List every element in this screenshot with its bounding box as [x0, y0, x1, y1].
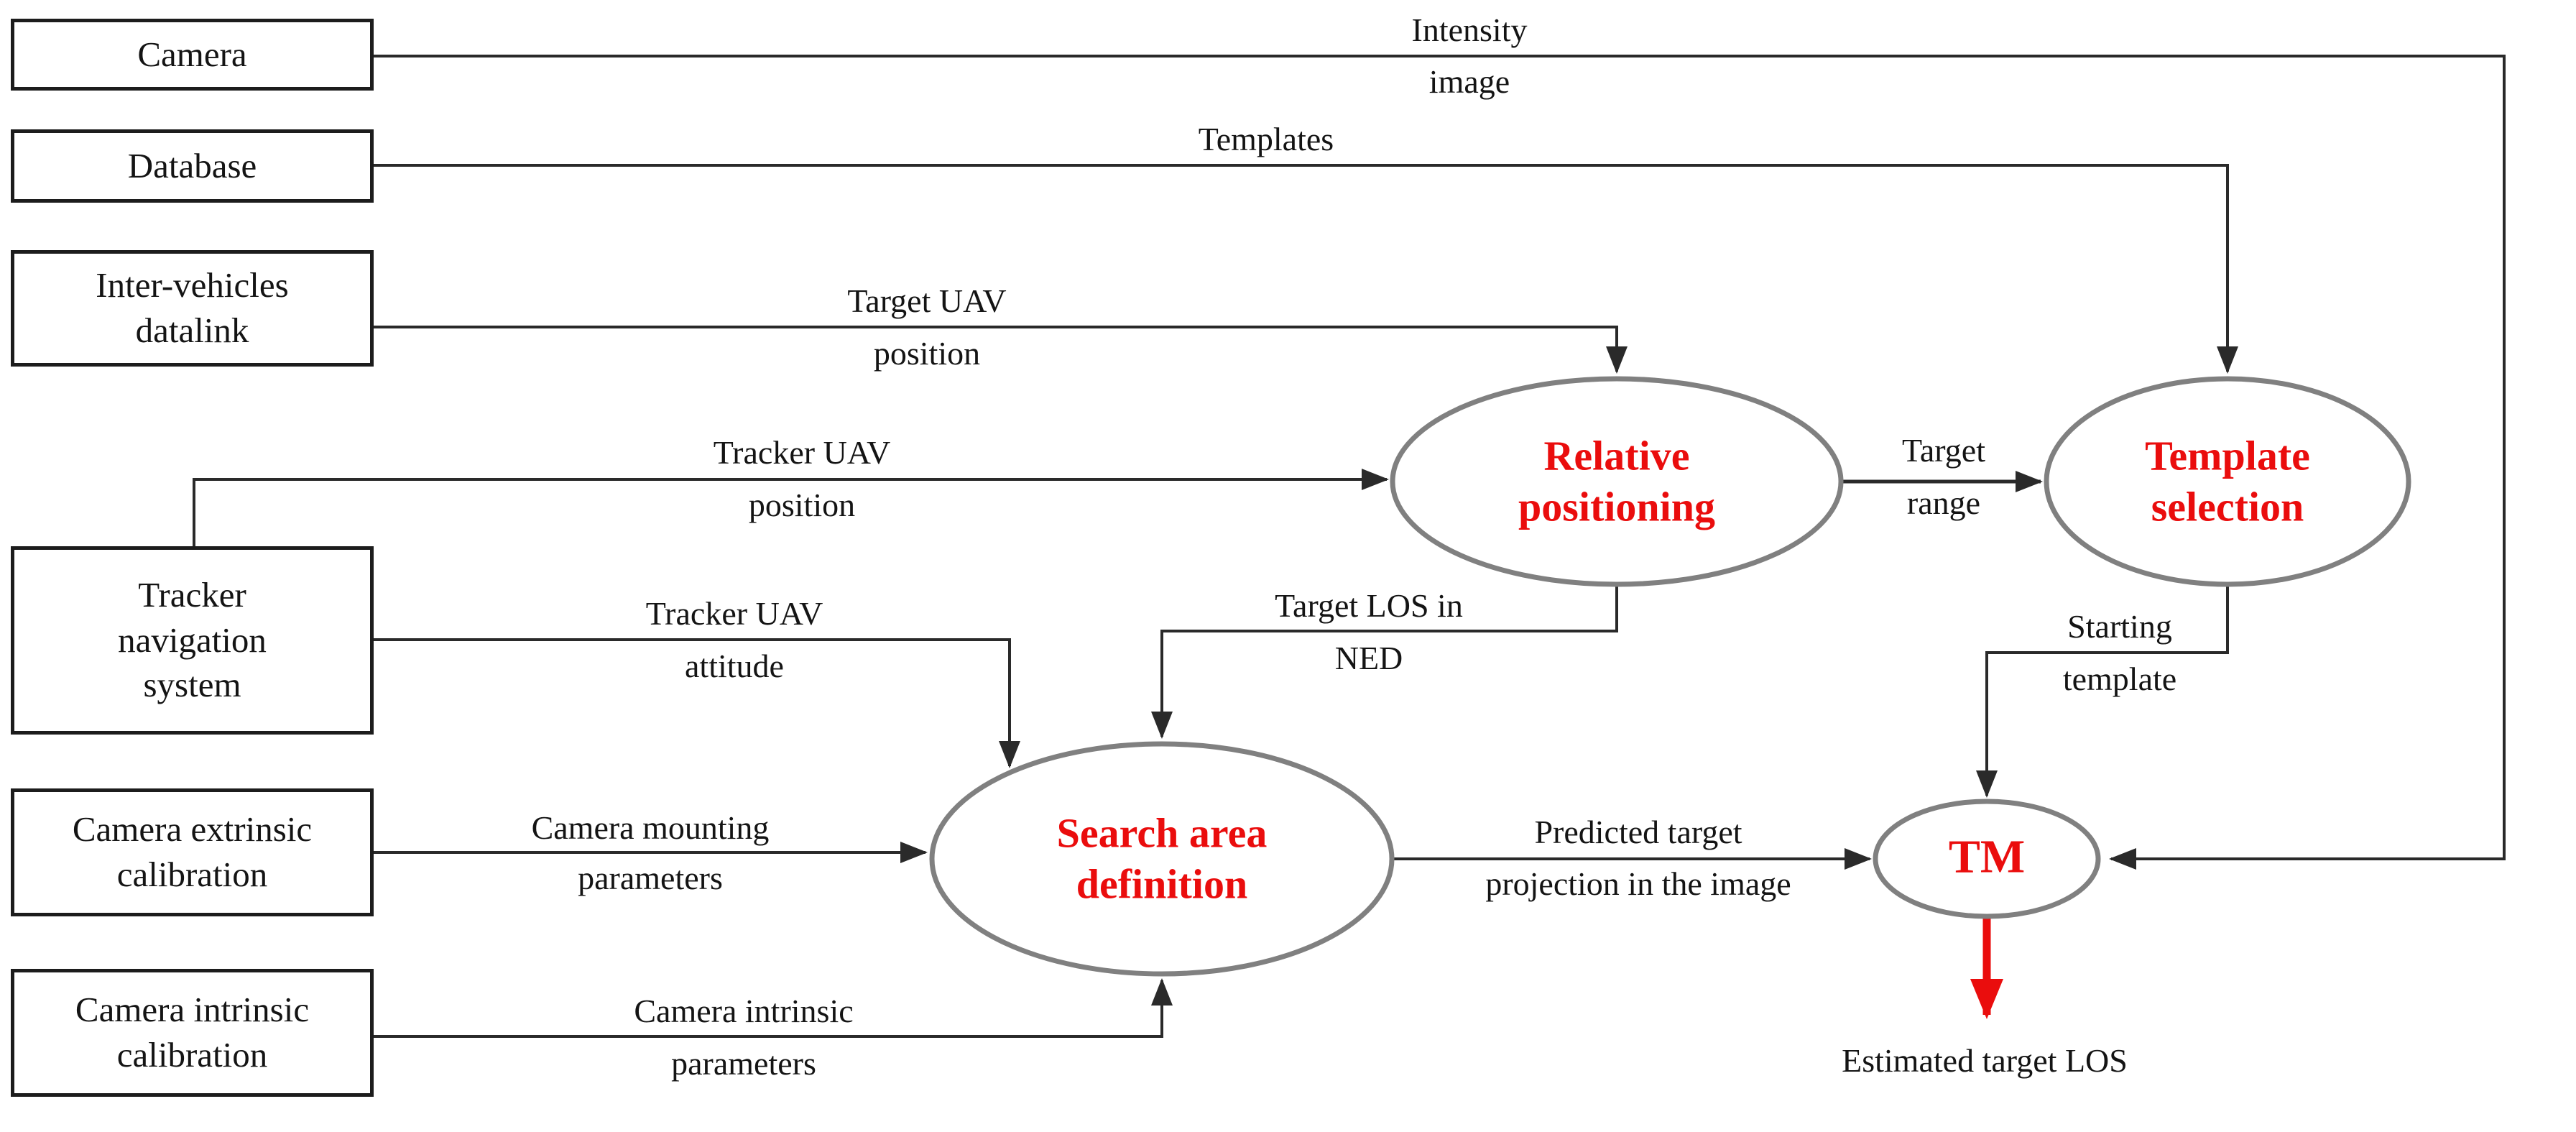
label-predicted-projection-line1: Predicted target — [1534, 814, 1742, 850]
node-camera-intrinsic: Camera intrinsic calibration — [11, 969, 374, 1097]
node-camera-label: Camera — [137, 34, 247, 74]
process-tm: TM — [1949, 829, 2025, 887]
label-target-uav-position-line2: position — [873, 335, 981, 372]
label-target-los-ned-line2: NED — [1334, 640, 1403, 676]
edge-target-uav-position — [374, 326, 1628, 374]
label-starting-template-line1: Starting — [2067, 608, 2172, 645]
label-starting-template-line2: template — [2062, 661, 2177, 697]
label-estimated-target-los: Estimated target LOS — [1842, 1042, 2128, 1079]
label-tracker-uav-attitude-line1: Tracker UAV — [645, 595, 823, 632]
label-intensity-line1: Intensity — [1411, 11, 1528, 48]
label-templates: Templates — [1198, 121, 1334, 157]
node-intervehicles-line1: Inter-vehicles — [96, 265, 289, 305]
node-tracker-nav-line3: system — [143, 665, 241, 705]
label-camera-intrinsic-line2: parameters — [671, 1045, 816, 1082]
node-cam-extrinsic-line1: Camera extrinsic — [72, 809, 313, 850]
label-target-uav-position-line1: Target UAV — [847, 282, 1007, 319]
node-tracker-navigation: Tracker navigation system — [11, 546, 374, 735]
process-search-line2: definition — [1076, 860, 1248, 907]
process-relative-line1: Relative — [1543, 432, 1690, 479]
edge-tracker-uav-attitude — [374, 638, 1020, 768]
node-tracker-nav-line2: navigation — [118, 620, 267, 660]
ellipse-search-area — [929, 741, 1395, 977]
label-target-los-ned-line1: Target LOS in — [1275, 587, 1463, 624]
ellipse-relative-positioning — [1390, 376, 1844, 587]
process-search-area: Search area definition — [1057, 808, 1268, 910]
label-camera-mounting-line1: Camera mounting — [531, 809, 770, 846]
process-template-line2: selection — [2151, 483, 2304, 530]
process-relative-line2: positioning — [1518, 483, 1715, 530]
label-tracker-uav-attitude-line2: attitude — [685, 648, 784, 684]
label-tracker-uav-position-line1: Tracker UAV — [713, 434, 891, 471]
node-cam-intrinsic-line1: Camera intrinsic — [75, 990, 310, 1030]
edge-templates — [374, 164, 2238, 374]
edge-target-los-ned — [1151, 584, 1618, 739]
edge-camera-intrinsic — [374, 978, 1173, 1038]
label-intensity-line2: image — [1428, 63, 1510, 100]
edge-starting-template — [1976, 584, 2229, 798]
node-cam-extrinsic-line2: calibration — [116, 855, 268, 894]
node-intervehicles-line2: datalink — [135, 310, 249, 350]
node-intervehicles-datalink: Inter-vehicles datalink — [11, 250, 374, 367]
label-target-range-line2: range — [1906, 484, 1981, 521]
node-tracker-nav-line1: Tracker — [138, 574, 246, 615]
label-camera-mounting-line2: parameters — [578, 860, 723, 896]
label-tracker-uav-position-line2: position — [748, 487, 856, 523]
node-cam-intrinsic-line2: calibration — [116, 1035, 268, 1075]
process-template-line1: Template — [2145, 432, 2310, 479]
node-database: Database — [11, 129, 374, 203]
ellipse-tm — [1873, 799, 2101, 919]
node-camera-extrinsic: Camera extrinsic calibration — [11, 788, 374, 916]
edge-intensity-image — [374, 55, 2506, 870]
node-database-label: Database — [127, 145, 257, 185]
node-camera: Camera — [11, 19, 374, 91]
process-relative-positioning: Relative positioning — [1518, 431, 1715, 533]
edge-tracker-uav-position — [193, 469, 1389, 546]
process-search-line1: Search area — [1056, 809, 1268, 857]
label-predicted-projection-line2: projection in the image — [1485, 865, 1791, 902]
ellipse-template-selection — [2044, 376, 2411, 587]
process-tm-label: TM — [1948, 830, 2026, 883]
label-target-range-line1: Target — [1902, 432, 1985, 469]
label-camera-intrinsic-line1: Camera intrinsic — [634, 993, 854, 1029]
process-template-selection: Template selection — [2145, 431, 2310, 533]
